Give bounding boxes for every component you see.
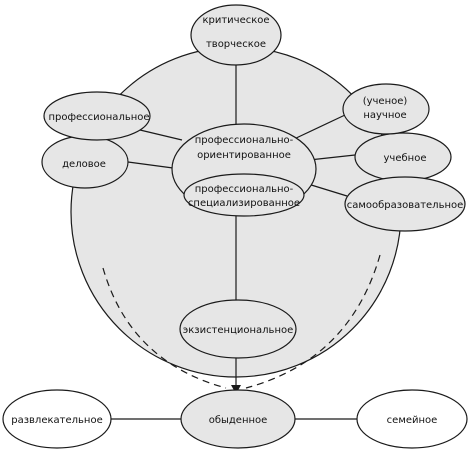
node-family-shape [356, 389, 468, 449]
label-scholarly-line2: научное [363, 110, 406, 121]
node-scholarly-shape [342, 83, 430, 135]
label-educational: учебное [384, 153, 427, 164]
edge-business-center [127, 161, 174, 169]
label-prof-oriented-line2: ориентированное [197, 150, 291, 161]
label-business: деловое [62, 159, 106, 170]
edge-scholarly-center [291, 114, 346, 141]
label-scholarly-line1: (ученое) [363, 96, 408, 107]
label-prof-oriented-line1: профессионально- [195, 135, 294, 146]
node-entertainment-shape [2, 389, 112, 449]
edge-professional-center [139, 129, 183, 141]
node-professional-shape [43, 91, 151, 141]
edge-selfedu-center [307, 183, 348, 197]
dashed-arrow-left [102, 267, 227, 389]
dashed-arrow-right [245, 254, 381, 389]
label-prof-specialized-line1: профессионально- [195, 184, 294, 195]
node-everyday-shape [180, 389, 296, 449]
node-prof-specialized-shape [183, 173, 305, 217]
node-existential-shape [179, 299, 297, 359]
label-existential: экзистенциональное [183, 325, 294, 336]
label-critical-line2: творческое [206, 39, 266, 50]
label-family: семейное [387, 415, 438, 426]
label-entertainment: развлекательное [11, 415, 102, 426]
label-professional: профессиональное [48, 112, 149, 123]
label-critical-line1: критическое [202, 15, 269, 26]
label-everyday: обыденное [209, 415, 268, 426]
node-self-education-shape [344, 176, 466, 232]
label-prof-specialized-line2: специализированное [188, 198, 300, 209]
node-critical-shape [190, 4, 282, 66]
label-self-education: самообразовательное [347, 200, 464, 211]
